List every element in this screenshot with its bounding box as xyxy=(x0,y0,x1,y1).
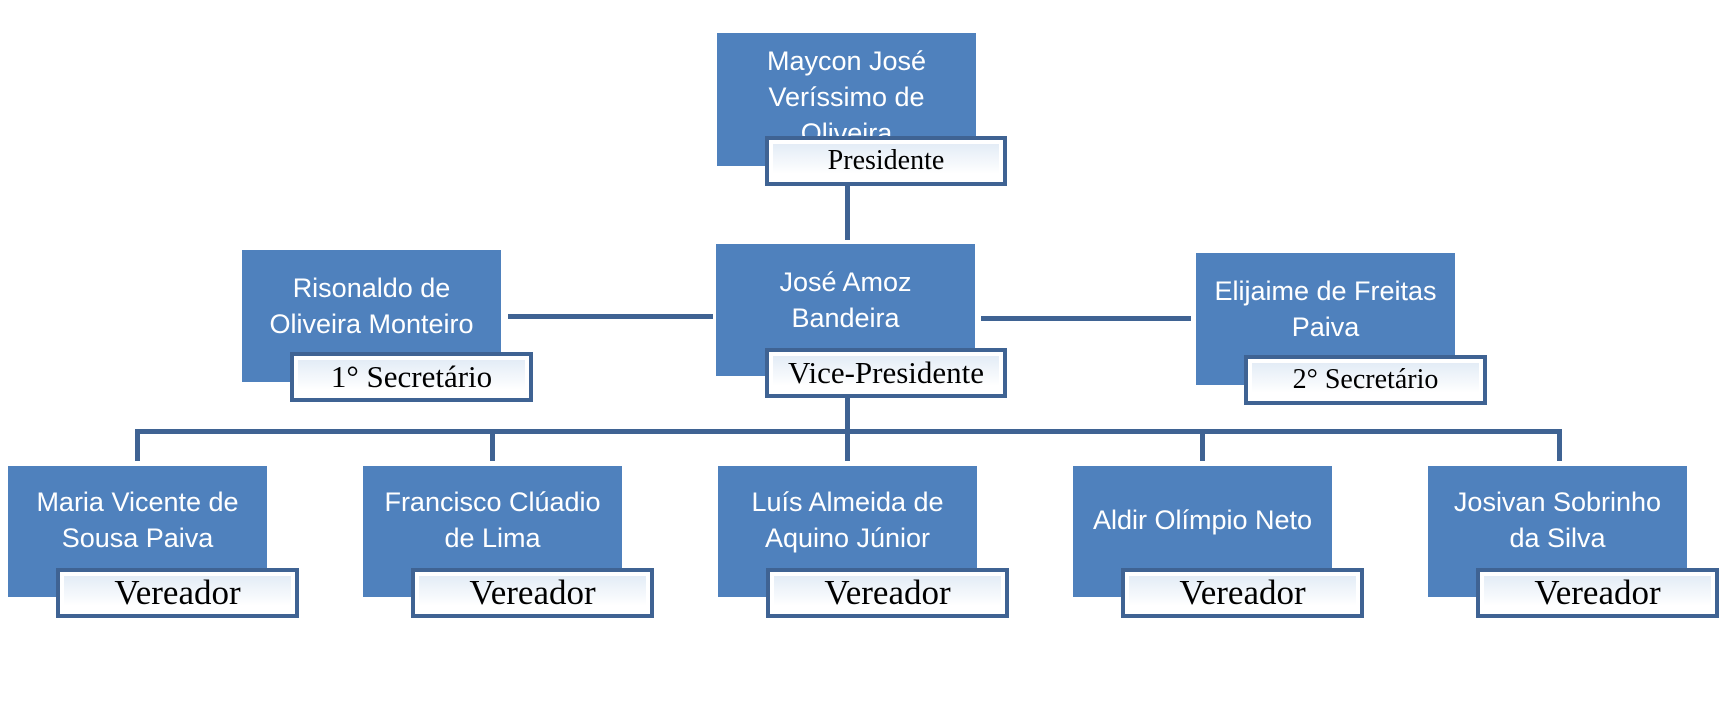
node-name: Risonaldo de Oliveira Monteiro xyxy=(269,273,474,339)
connector-councilor-1 xyxy=(135,429,140,461)
connector-vice-first-secretary xyxy=(508,314,713,319)
role-label: Vereador xyxy=(1121,568,1364,618)
connector-president-vice xyxy=(845,184,850,240)
role-text: Vereador xyxy=(114,573,241,612)
node-name: Maria Vicente de Sousa Paiva xyxy=(36,487,239,553)
connector-councilor-2 xyxy=(490,429,495,461)
role-label: Vereador xyxy=(1476,568,1719,618)
connector-vice-second-secretary xyxy=(981,316,1191,321)
node-name: Luís Almeida de Aquino Júnior xyxy=(751,487,944,553)
role-label: Vice-Presidente xyxy=(765,348,1007,398)
role-text: 2° Secretário xyxy=(1292,364,1439,395)
role-text: Vereador xyxy=(1534,573,1661,612)
node-name: José Amoz Bandeira xyxy=(779,267,912,333)
node-name: Aldir Olímpio Neto xyxy=(1092,505,1313,535)
role-label: Presidente xyxy=(765,136,1007,186)
role-text: Vereador xyxy=(469,573,596,612)
role-text: Vice-Presidente xyxy=(787,355,985,390)
node-name: Elijaime de Freitas Paiva xyxy=(1214,276,1437,342)
role-text: 1° Secretário xyxy=(330,359,493,394)
connector-councilor-3 xyxy=(845,429,850,461)
connector-vice-down xyxy=(845,394,850,434)
role-text: Vereador xyxy=(824,573,951,612)
role-label: 2° Secretário xyxy=(1244,355,1487,405)
role-label: 1° Secretário xyxy=(290,352,533,402)
role-text: Vereador xyxy=(1179,573,1306,612)
role-label: Vereador xyxy=(56,568,299,618)
connector-councilor-4 xyxy=(1200,429,1205,461)
role-text: Presidente xyxy=(827,145,945,176)
node-name: Maycon José Veríssimo de Oliveira xyxy=(766,46,927,148)
connector-councilor-5 xyxy=(1557,429,1562,461)
node-name: Josivan Sobrinho da Silva xyxy=(1453,487,1662,553)
role-label: Vereador xyxy=(766,568,1009,618)
role-label: Vereador xyxy=(411,568,654,618)
node-name: Francisco Clúadio de Lima xyxy=(384,487,601,553)
